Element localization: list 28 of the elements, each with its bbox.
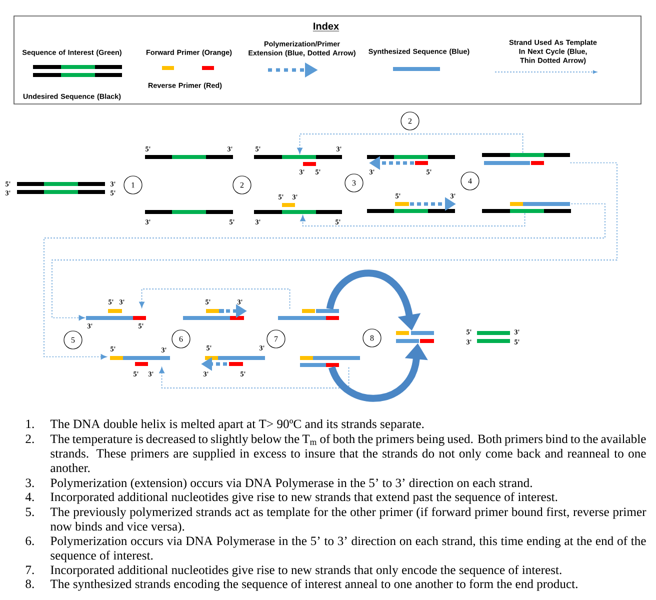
list-number: 8. [26,580,34,588]
template-arrow [52,162,618,320]
list-text: Incorporated additional nucleotides give rise to new strands that only encode the sequence of interest. [50,565,562,577]
template-arrow [300,212,526,226]
list-number: 4. [25,492,34,502]
list-number: 2. [26,434,34,444]
dna-strand-drawing [396,331,434,343]
list-text: Polymerization occurs via DNA Polymerase in the 5’ to 3’ direction on each strand, this time ending at the end of the sequence of interest. [50,536,646,562]
list-number: 7. [26,566,34,574]
dna-strand-drawing [482,153,570,165]
template-arrow [297,134,524,154]
list-text: Polymerization (extension) occurs via DNA Polymerase in the 5’ to 3’ direction on each strand. [50,478,532,490]
list-number: 1. [26,420,34,428]
template-arrow [139,288,290,310]
list-text: The DNA double helix is melted apart at T> 90ºC and its strands separate. [50,419,424,431]
dna-strand-drawing [482,202,571,213]
list-number: 5. [26,508,34,516]
template-arrow [159,366,350,388]
list-number: 3. [26,478,34,488]
list-text: The synthesized strands encoding the sequence of interest anneal to one another to form the end product. [50,579,578,591]
template-arrow [44,203,606,360]
list-text: The temperature is decreased to slightly below the T$_{m}$ of both the primers being used. Both primers bind to the available strands. These primers are supplied in excess to insure that the strands do not only come back and reanneal to one another. [50,434,646,472]
dna-strand-drawing [300,356,360,367]
list-text: Incorporated additional nucleotides give rise to new strands that extend past the sequence of interest. [50,492,558,504]
list-number: 6. [26,536,34,546]
dna-strand-drawing [278,309,339,320]
legend-title: Index [312,22,340,32]
list-text: The previously polymerized strands act as template for the other primer (if forward primer bound first, reverse primer now binds and vice versa). [50,507,646,534]
